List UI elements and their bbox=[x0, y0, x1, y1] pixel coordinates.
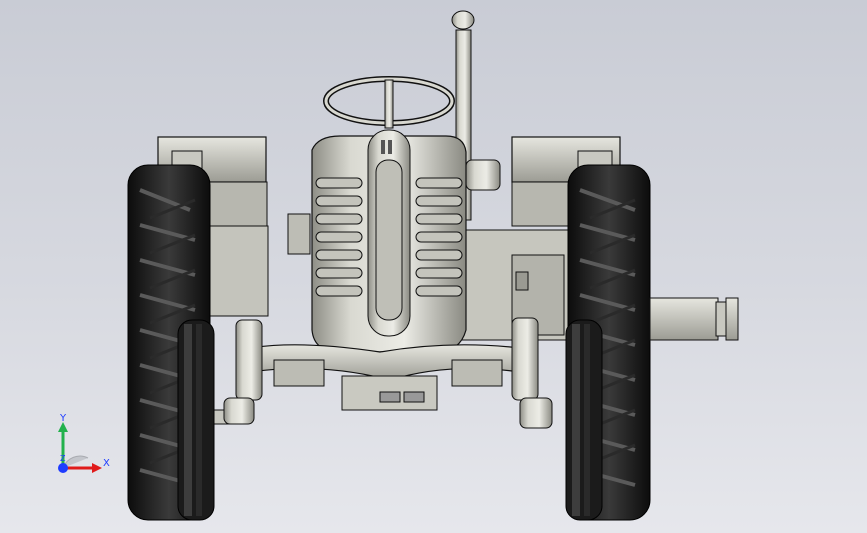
right-kingpin[interactable] bbox=[511, 317, 553, 429]
front-axle[interactable] bbox=[249, 344, 521, 411]
steering-wheel[interactable] bbox=[323, 76, 455, 129]
z-axis-dot bbox=[58, 463, 68, 473]
left-fender[interactable] bbox=[157, 136, 269, 317]
x-axis-head bbox=[92, 463, 102, 473]
right-front-tire[interactable] bbox=[565, 319, 603, 521]
y-axis-head bbox=[58, 422, 68, 432]
left-kingpin[interactable] bbox=[223, 319, 263, 425]
x-axis-label: X bbox=[103, 458, 110, 469]
left-front-tire[interactable] bbox=[177, 319, 215, 521]
hood-grille[interactable] bbox=[311, 129, 467, 353]
z-axis-label: Z bbox=[60, 454, 66, 463]
y-axis-label: Y bbox=[60, 413, 67, 424]
axis-triad: Y X Z bbox=[48, 410, 120, 482]
axis-triad-graphic bbox=[58, 422, 102, 473]
